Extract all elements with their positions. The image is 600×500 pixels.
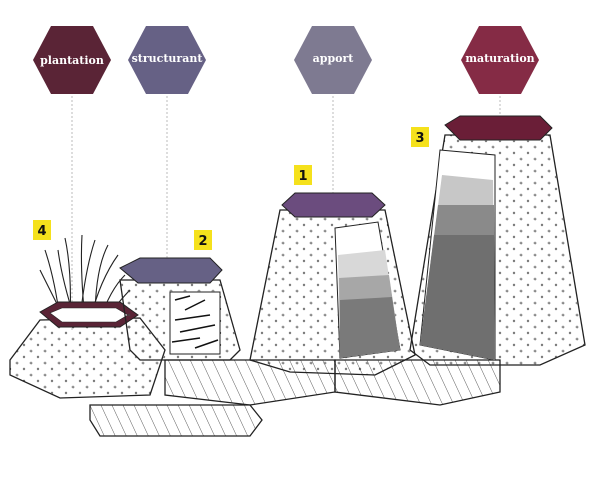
stage-hex-plantation: plantation bbox=[33, 26, 111, 94]
bin-structurant bbox=[119, 257, 241, 361]
stage-label: structurant bbox=[132, 52, 204, 65]
wood-chips-icon bbox=[171, 295, 219, 349]
stage-hex-maturation: maturation bbox=[461, 26, 539, 94]
stage-label: maturation bbox=[465, 52, 534, 65]
wooden-deck bbox=[89, 359, 501, 437]
badge-number: 3 bbox=[415, 131, 424, 146]
stage-label: apport bbox=[313, 52, 355, 65]
badge-number: 1 bbox=[298, 169, 307, 184]
stage-hex-structurant: structurant bbox=[128, 26, 206, 94]
stage-hex-apport: apport bbox=[294, 26, 372, 94]
badge-2: 2 bbox=[194, 230, 212, 250]
stage-label: plantation bbox=[40, 54, 104, 67]
badge-4: 4 bbox=[33, 220, 51, 240]
badge-3: 3 bbox=[411, 127, 429, 147]
bin-apport bbox=[249, 192, 416, 376]
badge-number: 2 bbox=[198, 234, 207, 249]
bin-plantation bbox=[9, 234, 166, 399]
bin-maturation bbox=[409, 115, 586, 366]
badge-number: 4 bbox=[37, 224, 46, 239]
badge-1: 1 bbox=[294, 165, 312, 185]
